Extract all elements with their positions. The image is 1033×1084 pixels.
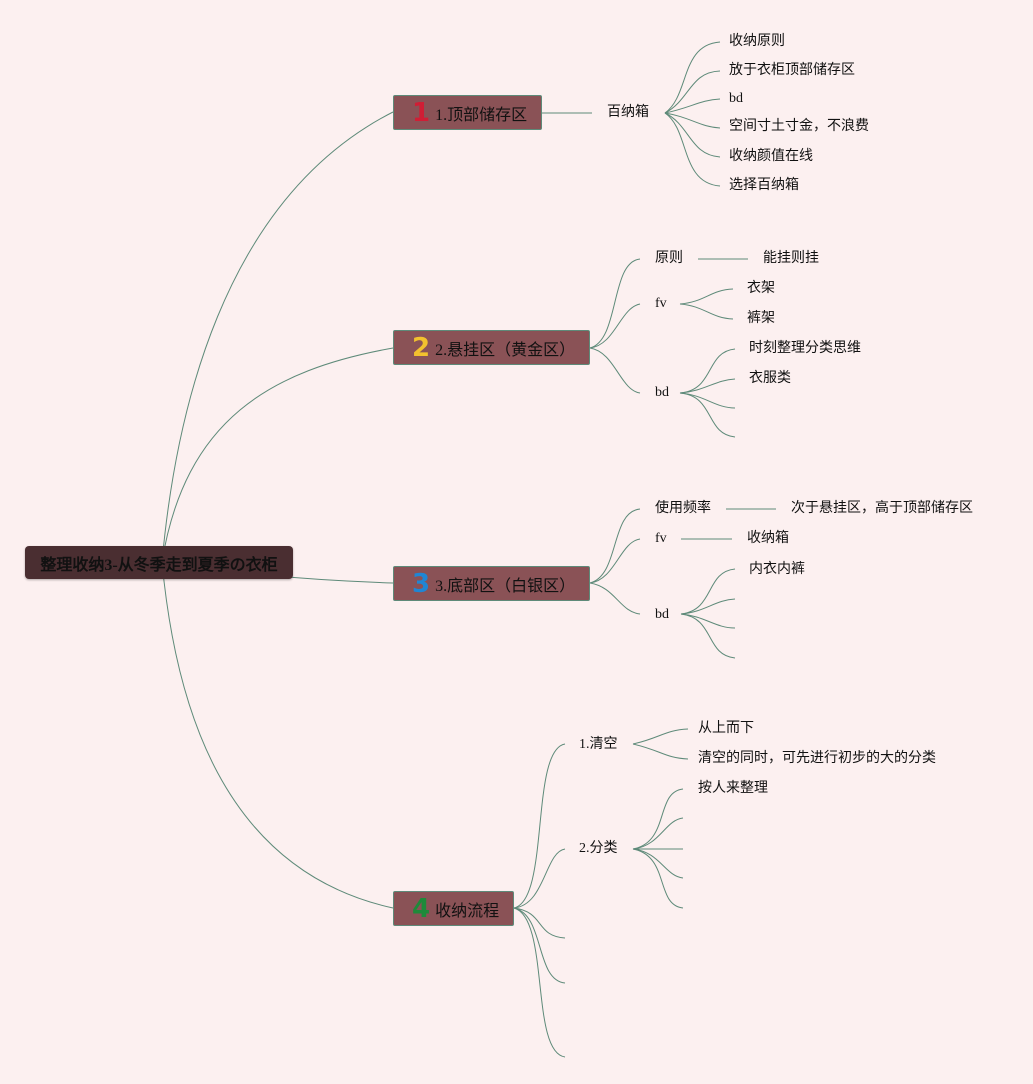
leaf-item[interactable]: 衣服类 bbox=[749, 371, 791, 386]
leaf-item[interactable]: 次于悬挂区，高于顶部储存区 bbox=[791, 501, 973, 516]
branch-3-label: 3.底部区（白银区） bbox=[435, 577, 576, 595]
priority-4-icon: 4 bbox=[412, 893, 431, 924]
subtopic-classify[interactable]: 2.分类 bbox=[579, 841, 618, 856]
leaf-item[interactable]: 裤架 bbox=[747, 311, 775, 326]
subtopic-fv[interactable]: fv bbox=[655, 296, 667, 311]
leaf-item[interactable]: 内衣内裤 bbox=[749, 562, 805, 577]
leaf-item[interactable]: 从上而下 bbox=[698, 721, 754, 736]
subtopic-clear[interactable]: 1.清空 bbox=[579, 737, 618, 752]
leaf-item[interactable]: 时刻整理分类思维 bbox=[749, 341, 861, 356]
root-topic[interactable]: 整理收纳3-从冬季走到夏季の衣柜 bbox=[25, 546, 293, 579]
leaf-item[interactable]: bd bbox=[729, 91, 743, 106]
branch-2-label: 2.悬挂区（黄金区） bbox=[435, 341, 576, 359]
branch-4-topic[interactable]: 4 收纳流程 bbox=[393, 891, 514, 926]
priority-2-icon: 2 bbox=[412, 332, 431, 363]
branch-3-topic[interactable]: 3 3.底部区（白银区） bbox=[393, 566, 590, 601]
leaf-item[interactable]: 能挂则挂 bbox=[763, 251, 819, 266]
leaf-item[interactable]: 收纳原则 bbox=[729, 34, 785, 49]
priority-1-icon: 1 bbox=[412, 97, 431, 128]
leaf-item[interactable]: 收纳箱 bbox=[747, 531, 789, 546]
leaf-item[interactable]: 选择百纳箱 bbox=[729, 178, 799, 193]
subtopic-bd[interactable]: bd bbox=[655, 385, 669, 400]
subtopic-frequency[interactable]: 使用频率 bbox=[655, 501, 711, 516]
subtopic-principle[interactable]: 原则 bbox=[655, 251, 683, 266]
branch-1-topic[interactable]: 1 1.顶部储存区 bbox=[393, 95, 542, 130]
branch-1-label: 1.顶部储存区 bbox=[435, 106, 528, 124]
leaf-item[interactable]: 收纳颜值在线 bbox=[729, 149, 813, 164]
leaf-item[interactable]: 衣架 bbox=[747, 281, 775, 296]
subtopic-bd[interactable]: bd bbox=[655, 607, 669, 622]
leaf-item[interactable]: 空间寸土寸金，不浪费 bbox=[729, 119, 869, 134]
leaf-item[interactable]: 按人来整理 bbox=[698, 781, 768, 796]
branch-2-topic[interactable]: 2 2.悬挂区（黄金区） bbox=[393, 330, 590, 365]
leaf-item[interactable]: 放于衣柜顶部储存区 bbox=[729, 63, 855, 78]
subtopic-storage-box[interactable]: 百纳箱 bbox=[607, 105, 649, 120]
priority-3-icon: 3 bbox=[412, 568, 431, 599]
leaf-item[interactable]: 清空的同时，可先进行初步的大的分类 bbox=[698, 751, 936, 766]
subtopic-fv[interactable]: fv bbox=[655, 531, 667, 546]
branch-4-label: 收纳流程 bbox=[435, 902, 500, 920]
root-topic-label: 整理收纳3-从冬季走到夏季の衣柜 bbox=[40, 556, 278, 574]
